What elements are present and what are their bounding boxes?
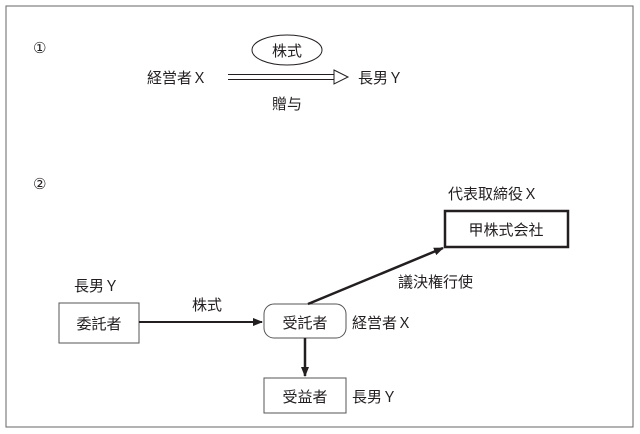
receiver-label: 長男Ｙ bbox=[358, 69, 403, 87]
settlor-label: 委託者 bbox=[76, 315, 121, 333]
transfer-label: 株式 bbox=[192, 296, 222, 314]
company-box bbox=[443, 209, 570, 249]
panel2-marker: ② bbox=[33, 175, 46, 193]
double-arrow bbox=[228, 69, 350, 85]
beneficiary-box bbox=[263, 377, 347, 414]
trustee-label: 受託者 bbox=[282, 314, 327, 332]
voting-arrow bbox=[307, 246, 444, 306]
gift-label: 贈与 bbox=[272, 95, 302, 113]
stock-ellipse bbox=[251, 34, 323, 66]
trustee-person-label: 経営者Ｘ bbox=[352, 314, 412, 332]
beneficiary-label: 受益者 bbox=[282, 388, 327, 406]
settlor-person-label: 長男Ｙ bbox=[74, 277, 119, 295]
stock-label: 株式 bbox=[272, 42, 302, 60]
frame bbox=[5, 5, 634, 428]
company-label: 甲株式会社 bbox=[468, 221, 543, 239]
voting-label: 議決権行使 bbox=[398, 273, 473, 291]
company-role-label: 代表取締役Ｘ bbox=[448, 185, 538, 203]
giver-label: 経営者Ｘ bbox=[147, 69, 207, 87]
panel1-marker: ① bbox=[33, 39, 46, 57]
beneficiary-person-label: 長男Ｙ bbox=[352, 388, 397, 406]
